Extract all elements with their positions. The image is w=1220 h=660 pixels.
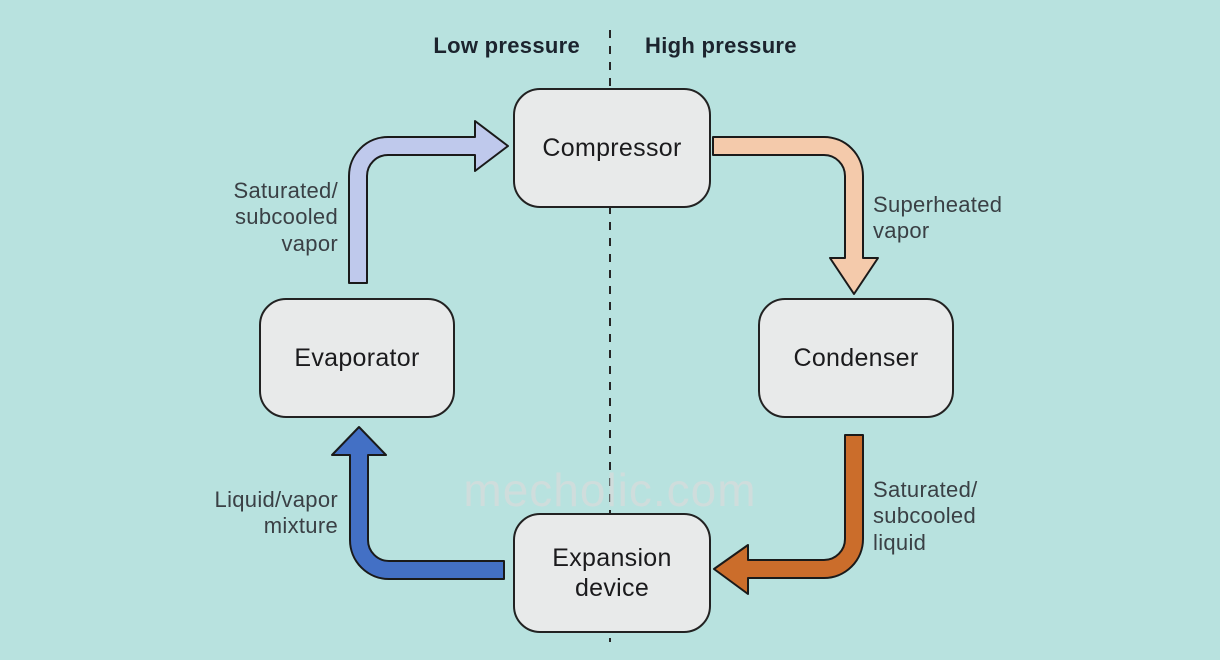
compressor-box: Compressor: [513, 88, 711, 208]
saturated-subcooled-vapor-label: Saturated/ subcooled vapor: [233, 178, 338, 256]
superheated-vapor-label: Superheated vapor: [873, 192, 1003, 244]
liquid-vapor-mixture-label: Liquid/vapor mixture: [214, 487, 338, 539]
saturated-subcooled-liquid-label: Saturated/ subcooled liquid: [873, 477, 978, 555]
low-pressure-label: Low pressure: [433, 33, 580, 58]
arrow-compressor-to-condenser: [712, 136, 879, 295]
arrow-evaporator-to-compressor: [348, 120, 509, 284]
arrow-expansion-to-evaporator: [331, 426, 505, 580]
expansion-device-box: Expansion device: [513, 513, 711, 633]
evaporator-box: Evaporator: [259, 298, 455, 418]
arrow-condenser-to-expansion: [713, 434, 864, 595]
condenser-box: Condenser: [758, 298, 954, 418]
high-pressure-label: High pressure: [645, 33, 797, 58]
